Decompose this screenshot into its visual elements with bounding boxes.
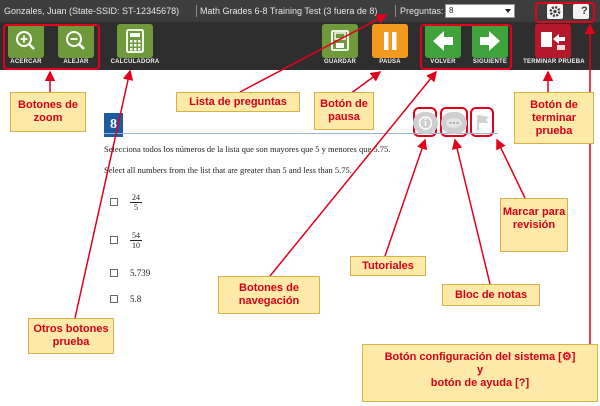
option-checkbox-2[interactable] — [110, 236, 118, 244]
zoom-in-label: ACERCAR — [10, 59, 42, 65]
settings-help-line-1: Botón configuración del sistema [⚙] — [384, 351, 576, 363]
end-test-button[interactable] — [535, 24, 571, 58]
pause-icon — [384, 32, 397, 50]
navigation-buttons-callout: Botones de navegación — [218, 276, 320, 314]
question-list-callout: Lista de preguntas — [176, 92, 300, 112]
help-glyph: ? — [581, 5, 588, 17]
notepad-icon — [446, 118, 462, 128]
mark-review-highlight — [470, 107, 494, 137]
option-checkbox-4[interactable] — [110, 295, 118, 303]
save-icon — [331, 30, 349, 51]
zoom-in-icon — [16, 31, 35, 50]
option-3: 5.739 — [130, 268, 151, 278]
question-text-en: Select all numbers from the list that ar… — [104, 165, 352, 175]
gear-icon[interactable] — [547, 4, 563, 19]
top-info-bar: Gonzales, Juan (State-SSID: ST-12345678)… — [0, 0, 600, 22]
zoom-out-icon — [66, 31, 85, 50]
save-button[interactable] — [322, 24, 358, 58]
back-label: VOLVER — [430, 59, 456, 65]
settings-help-line-3: botón de ayuda [?] — [430, 377, 530, 389]
questions-label: Preguntas: — [400, 6, 444, 16]
back-button[interactable] — [425, 24, 461, 58]
zoom-in-button[interactable] — [8, 24, 44, 58]
notepad-callout: Bloc de notas — [442, 284, 540, 306]
other-test-buttons-callout: Otros botones prueba — [28, 318, 114, 354]
option-checkbox-3[interactable] — [110, 269, 118, 277]
question-mark-icon[interactable]: ? — [573, 4, 589, 19]
tutorial-button[interactable] — [413, 112, 438, 134]
end-test-label: TERMINAR PRUEBA — [523, 59, 585, 65]
student-info: Gonzales, Juan (State-SSID: ST-12345678) — [4, 6, 180, 16]
zoom-out-label: ALEJAR — [63, 59, 89, 65]
save-label: GUARDAR — [323, 59, 357, 65]
zoom-buttons-callout: Botones de zoom — [10, 92, 86, 132]
mark-review-callout: Marcar para revisión — [500, 198, 568, 252]
option-1: 24 5 — [130, 193, 142, 212]
mark-review-button[interactable] — [474, 112, 492, 132]
separator — [395, 5, 396, 17]
next-label: SIGUIENTE — [472, 59, 508, 65]
pause-button-callout: Botón de pausa — [314, 92, 374, 130]
pause-label: PAUSA — [379, 59, 401, 65]
pause-button[interactable] — [372, 24, 408, 58]
arrow-right-icon — [480, 31, 500, 51]
navigation-buttons-highlight — [420, 24, 512, 70]
settings-help-highlight — [535, 2, 595, 23]
calculator-icon — [126, 29, 144, 53]
settings-help-line-2: y — [476, 364, 484, 376]
tutorial-icon — [418, 116, 433, 130]
end-test-callout: Botón de terminar prueba — [514, 92, 594, 144]
separator — [196, 5, 197, 17]
option-checkbox-1[interactable] — [110, 198, 118, 206]
zoom-out-button[interactable] — [58, 24, 94, 58]
chevron-down-icon — [505, 9, 511, 13]
test-title: Math Grades 6-8 Training Test (3 fuera d… — [200, 6, 378, 16]
option-4: 5.8 — [130, 294, 142, 304]
zoom-buttons-highlight — [3, 24, 100, 70]
calculator-button[interactable] — [117, 24, 153, 58]
question-list-value: 8 — [449, 6, 454, 15]
flag-icon — [477, 115, 489, 130]
notepad-button[interactable] — [441, 112, 467, 134]
question-list-select[interactable]: 8 — [445, 4, 515, 18]
next-button[interactable] — [472, 24, 508, 58]
question-divider — [104, 133, 498, 134]
option-2: 54 10 — [130, 231, 142, 250]
arrow-left-icon — [433, 31, 453, 51]
end-test-icon — [541, 32, 565, 50]
question-text-es: Selecciona todos los números de la lista… — [104, 144, 391, 154]
tutorials-callout: Tutoriales — [350, 256, 426, 276]
calculator-label: CALCULADORA — [110, 59, 160, 65]
settings-help-callout: Botón configuración del sistema [⚙] y bo… — [362, 344, 598, 402]
